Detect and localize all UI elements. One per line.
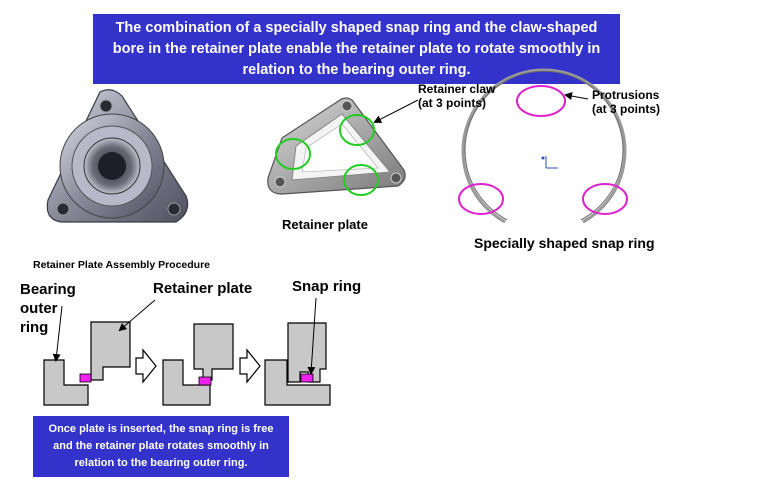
protrusion-highlight-circle bbox=[458, 183, 504, 215]
top-banner-text: The combination of a specially shaped sn… bbox=[112, 19, 601, 78]
claw-highlight-circle bbox=[343, 164, 379, 196]
protrusions-label: Protrusions (at 3 points) bbox=[592, 88, 660, 116]
step-arrow-1 bbox=[135, 348, 157, 384]
assembly-step-1 bbox=[43, 299, 156, 406]
claw-highlight-circle bbox=[339, 114, 375, 146]
step-arrow-2 bbox=[239, 348, 261, 384]
retainer-plate-label: Retainer plate bbox=[153, 280, 253, 297]
bearing-outer-ring-label: Bearing outer ring bbox=[20, 281, 76, 336]
retainer-plate-render bbox=[267, 97, 419, 196]
protrusion-highlight-circle bbox=[582, 183, 628, 215]
protrusion-highlight-circle bbox=[516, 85, 566, 117]
bottom-banner: Once plate is inserted, the snap ring is… bbox=[33, 416, 289, 477]
retainer-plate-caption: Retainer plate bbox=[282, 217, 368, 232]
snap-ring-label: Snap ring bbox=[292, 278, 362, 295]
snap-ring-caption: Specially shaped snap ring bbox=[474, 235, 655, 251]
bottom-banner-text: Once plate is inserted, the snap ring is… bbox=[48, 423, 274, 469]
claw-highlight-circle bbox=[275, 138, 311, 170]
procedure-title: Retainer Plate Assembly Procedure bbox=[33, 259, 211, 271]
assembly-step-3 bbox=[264, 297, 331, 406]
retainer-claw-label: Retainer claw (at 3 points) bbox=[418, 82, 496, 110]
assembly-step-2 bbox=[162, 323, 234, 406]
snap-ring-drawing bbox=[458, 68, 628, 224]
top-banner: The combination of a specially shaped sn… bbox=[93, 14, 620, 84]
bearing-unit-render bbox=[46, 89, 189, 223]
